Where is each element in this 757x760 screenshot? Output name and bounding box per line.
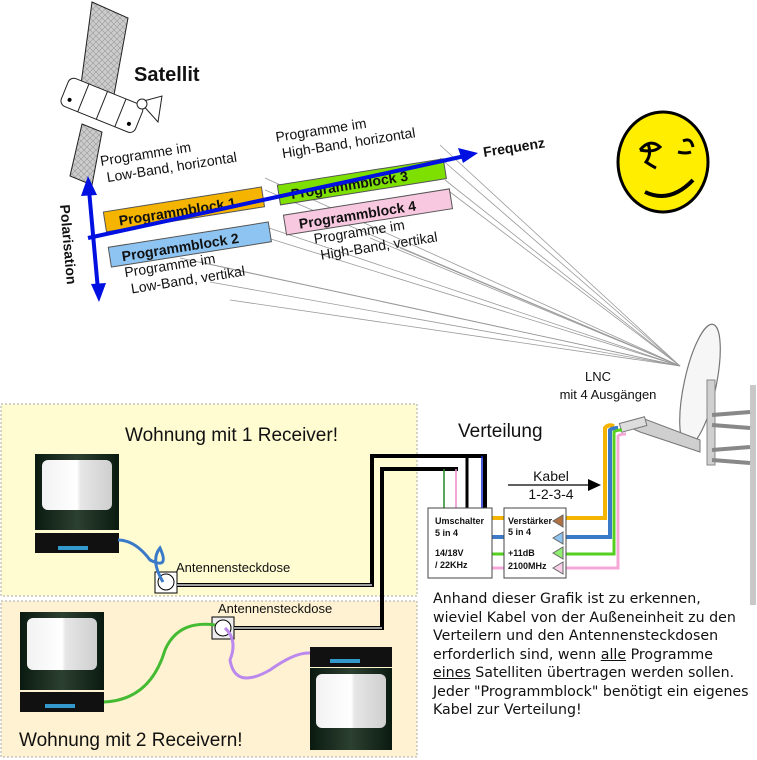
switch-box-line1: Umschalter: [435, 516, 485, 526]
description-part2: Programme: [626, 646, 713, 663]
switch-box: [427, 507, 493, 579]
polarisation-axis: [81, 176, 106, 302]
distribution-title: Verteilung: [458, 421, 543, 442]
satellite-icon: [60, 1, 163, 186]
tv-icon: [20, 612, 104, 712]
trunk-cables: [177, 454, 487, 630]
tv-icon: [310, 647, 392, 750]
amplifier-box-line2: 5 in 4: [508, 527, 531, 537]
amplifier-box-line3: +11dB: [508, 548, 535, 558]
satellite-dish-icon: [618, 323, 756, 605]
patch-cable-green: [103, 622, 216, 704]
switch-box-line3: 14/18V: [435, 548, 464, 558]
amplifier-box-line4: 2100MHz: [508, 561, 547, 571]
program-block-1: [102, 186, 266, 233]
receiver-icon: [35, 533, 119, 553]
socket-label-1: Antennensteckdose: [176, 560, 290, 575]
program-block-2: [107, 221, 272, 268]
amplifier-box-line1: Verstärker: [508, 516, 553, 526]
switch-box-line4: / 22KHz: [435, 560, 468, 570]
description-emphasis-eines: eines: [433, 665, 471, 681]
tv-icon: [35, 454, 119, 553]
cable-numbers: 1-2-3-4: [528, 486, 573, 502]
lnc-label-line1: LNC: [585, 369, 611, 384]
patch-cable-violet: [223, 626, 311, 680]
receiver-icon: [20, 692, 104, 712]
frequency-axis: [87, 148, 478, 240]
lnb-cables: [492, 423, 627, 570]
amplifier-triangle-icon: [552, 531, 564, 545]
receiver-icon: [310, 647, 392, 667]
description-part1: Anhand dieser Grafik ist zu erkennen, wi…: [433, 591, 736, 663]
description-part3: Satelliten übertragen werden sollen. Jed…: [433, 665, 749, 718]
amplifier-triangle-icon: [552, 514, 564, 528]
amplifier-triangle-icon: [552, 561, 564, 575]
apartment-2-title: Wohnung mit 2 Receivern!: [19, 730, 243, 751]
program-block-4: [282, 188, 454, 236]
switch-box-line2: 5 in 4: [435, 528, 458, 538]
smiley-icon: [616, 110, 710, 214]
polarisation-label: Polarisation: [57, 204, 80, 285]
patch-cable-blue: [117, 538, 165, 583]
amplifier-triangle-icon: [552, 546, 564, 560]
cable-label: Kabel: [533, 468, 569, 484]
socket-label-2: Antennensteckdose: [218, 601, 332, 616]
satellite-label: Satellit: [134, 64, 200, 86]
description-text: Anhand dieser Grafik ist zu erkennen, wi…: [433, 590, 753, 720]
description-emphasis-alle: alle: [600, 646, 627, 663]
lnc-label-line2: mit 4 Ausgängen: [560, 387, 657, 402]
frequency-label: Frequenz: [482, 134, 546, 160]
apartment-1-title: Wohnung mit 1 Receiver!: [125, 425, 338, 446]
cable-direction-arrow: [508, 479, 601, 491]
